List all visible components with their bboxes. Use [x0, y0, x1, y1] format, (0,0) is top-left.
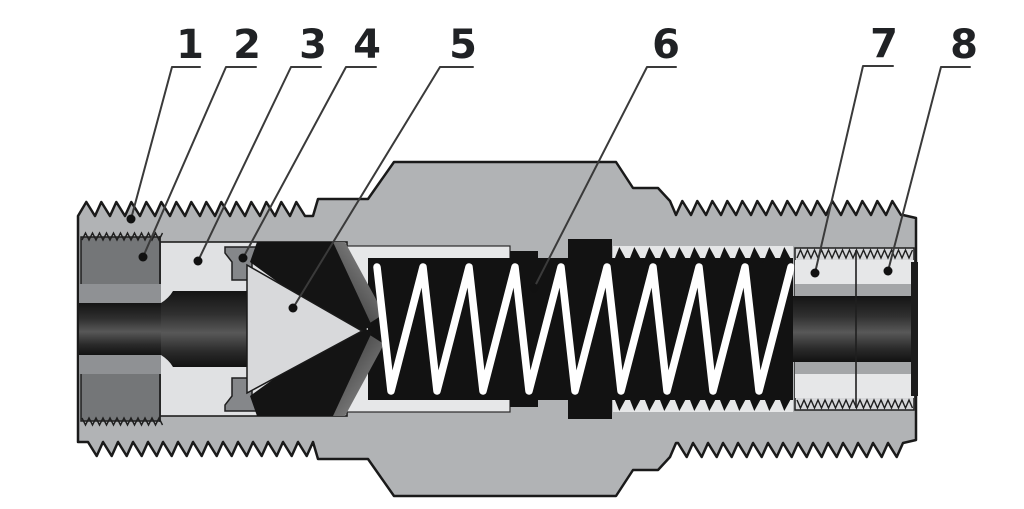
- leader-1: [130, 66, 201, 220]
- leader-8: [887, 66, 971, 272]
- callout-label-6: 6: [652, 22, 680, 68]
- poppet: [246, 263, 364, 395]
- outlet-end-face: [911, 262, 918, 396]
- insert-thread-interface-top: [81, 231, 164, 242]
- leader-dot-5: [288, 303, 298, 313]
- leader-dot-8: [883, 266, 893, 276]
- cage-thread-bottom: [613, 395, 793, 411]
- seat-bore: [173, 291, 249, 367]
- callout-label-4: 4: [353, 22, 381, 68]
- callout-label-2: 2: [233, 22, 261, 68]
- callout-label-1: 1: [176, 22, 204, 68]
- inlet-sleeve-bottom: [79, 355, 161, 374]
- cage-thread-top: [613, 247, 793, 263]
- outlet-thread-interface-bottom: [796, 398, 914, 410]
- leader-2: [142, 66, 257, 258]
- leader-dot-7: [810, 268, 820, 278]
- callout-label-3: 3: [299, 22, 327, 68]
- callout-label-7: 7: [870, 21, 898, 67]
- threaded-insert-bottom: [80, 372, 161, 422]
- leader-6: [533, 66, 677, 289]
- leader-dot-1: [126, 214, 136, 224]
- outlet-bore: [793, 296, 914, 362]
- leader-4: [242, 66, 377, 259]
- leader-3: [197, 66, 322, 262]
- callout-label-5: 5: [449, 22, 477, 68]
- callout-label-8: 8: [950, 22, 978, 68]
- inlet-sleeve-top: [79, 284, 161, 303]
- insert-thread-interface-bottom: [81, 416, 164, 427]
- bore-flare: [161, 291, 173, 367]
- leader-dot-6: [529, 283, 539, 293]
- leader-dot-3: [193, 256, 203, 266]
- leader-dot-2: [138, 252, 148, 262]
- callout-labels: 1 2 3 4 5 6 7 8: [176, 21, 978, 68]
- leader-dot-4: [238, 253, 248, 263]
- guide-arm-lower: [250, 322, 372, 416]
- leader-lines: [126, 65, 971, 313]
- leader-5: [292, 66, 474, 309]
- leader-7: [814, 65, 894, 274]
- inlet-bore: [79, 303, 161, 355]
- spring: [373, 263, 795, 395]
- guide-arm-upper: [250, 242, 372, 336]
